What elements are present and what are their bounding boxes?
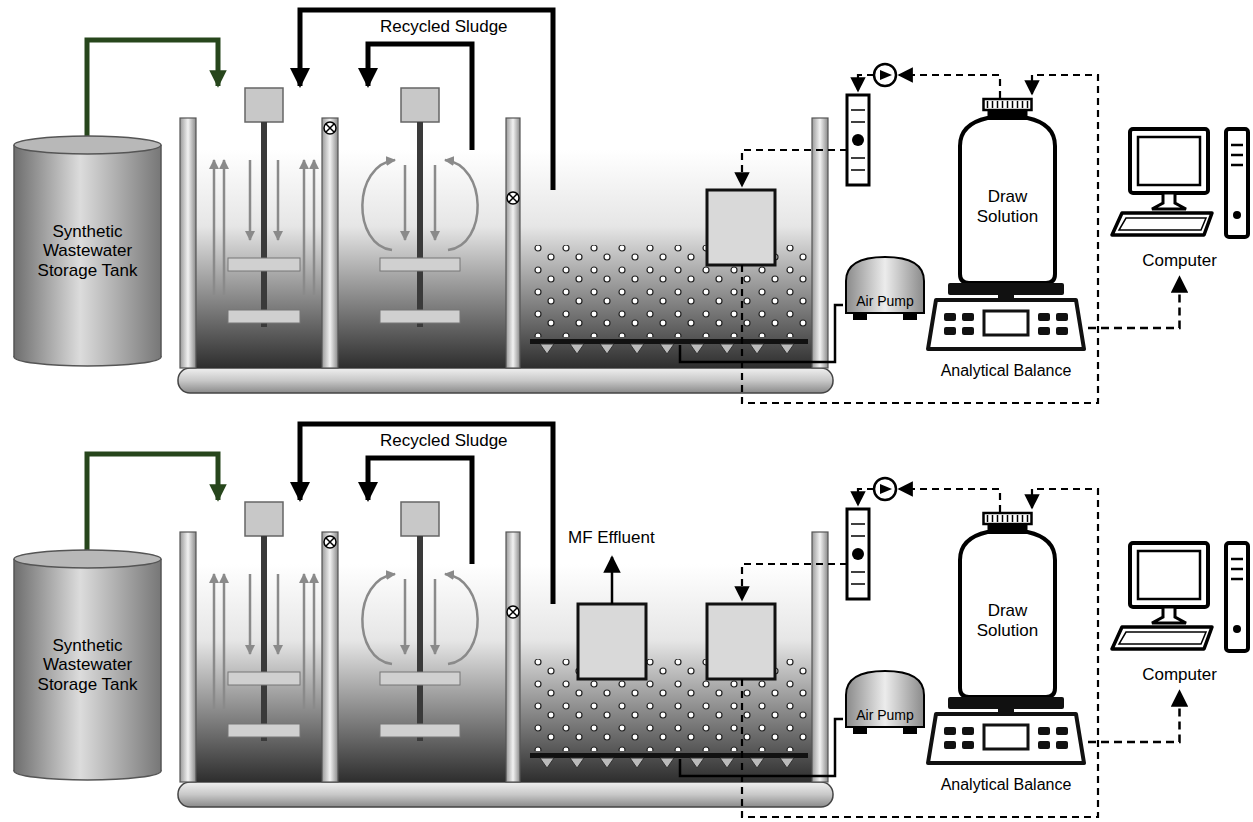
tank-wall (322, 118, 338, 368)
node-label: Draw Solution (962, 601, 1053, 640)
pump-symbol (874, 64, 896, 86)
tank-wall (812, 118, 828, 368)
feed-line (87, 40, 218, 137)
base-pipe (178, 368, 833, 393)
tank-wall (506, 118, 520, 368)
mixer (228, 88, 460, 327)
analytical-balance: Analytical Balance (926, 283, 1086, 383)
node-label: Synthetic Wastewater Storage Tank (19, 222, 156, 281)
analytical-balance: Analytical Balance (926, 697, 1086, 797)
draw-solution-loop (742, 75, 1098, 403)
stream-label: Recycled Sludge (378, 17, 510, 37)
flowmeter (847, 95, 869, 185)
node-label: Air Pump (856, 293, 914, 309)
computer: Computer (1108, 539, 1251, 689)
storage-tank: Synthetic Wastewater Storage Tank (12, 549, 163, 781)
draw-solution-bottle: Draw Solution (955, 98, 1060, 286)
treatment-train (87, 424, 1098, 817)
node-label: Computer (1142, 251, 1217, 271)
air-pump: Air Pump (843, 667, 927, 735)
reactor-liquid (196, 150, 812, 368)
tank-wall (180, 118, 196, 368)
node-label: Air Pump (856, 707, 914, 723)
node-label: Draw Solution (962, 187, 1053, 226)
shape-outline (843, 253, 927, 321)
shape-outline (843, 667, 927, 735)
effluent-arrow (611, 557, 614, 604)
data-signal-line (1088, 691, 1180, 742)
storage-tank: Synthetic Wastewater Storage Tank (12, 135, 163, 367)
sludge-recycle-line (368, 44, 472, 150)
computer: Computer (1108, 125, 1251, 275)
stream-label: Recycled Sludge (378, 431, 510, 451)
sludge-recycle-line (300, 10, 553, 190)
node-label: Synthetic Wastewater Storage Tank (19, 636, 156, 695)
node-label: Analytical Balance (941, 362, 1072, 380)
draw-solution-bottle: Draw Solution (955, 512, 1060, 700)
mf-membrane-module (578, 604, 646, 679)
diffuser (530, 339, 808, 344)
node-label: Analytical Balance (941, 776, 1072, 794)
stream-label: MF Effluent (566, 528, 657, 548)
circulation-arrow (214, 160, 478, 295)
treatment-train (87, 10, 1098, 403)
node-label: Computer (1142, 665, 1217, 685)
air-pump: Air Pump (843, 253, 927, 321)
data-signal-line (1088, 277, 1180, 328)
fo-membrane-module (707, 190, 775, 265)
diffuser-nozzle (540, 344, 794, 354)
mf-unit (578, 557, 646, 679)
air-line (680, 305, 843, 362)
